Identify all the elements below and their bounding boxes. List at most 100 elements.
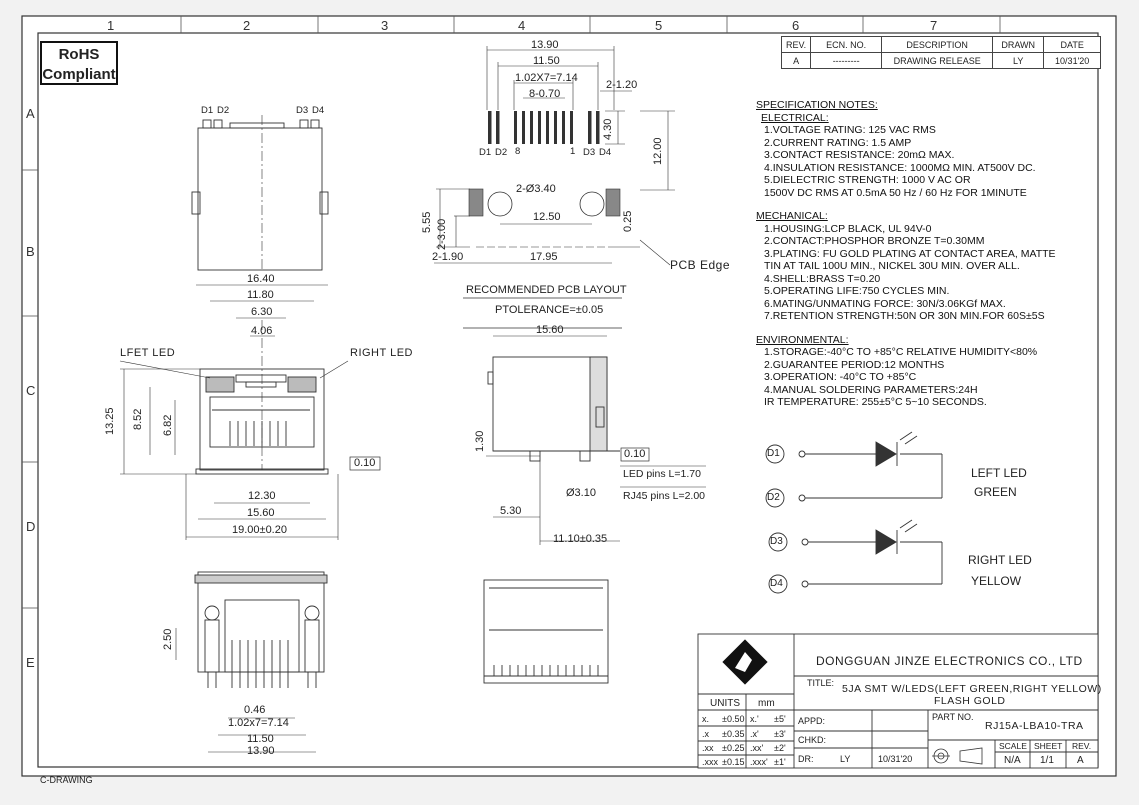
dim-label: 11.50 — [533, 55, 560, 67]
pcb-layout-drawing — [434, 188, 671, 329]
dim-label: 12.50 — [533, 211, 561, 223]
pin-label: D3 — [583, 147, 596, 158]
zone-letter: C — [26, 383, 36, 398]
dim-label: 6.30 — [251, 306, 273, 318]
tol-a: .xx — [702, 743, 714, 753]
left-led-callout: LFET LED — [120, 347, 176, 359]
right-led-label: RIGHT LED — [968, 553, 1032, 567]
side-view-drawing — [486, 335, 706, 545]
left-led-label: LEFT LED — [971, 466, 1027, 480]
pin-label: 8 — [515, 146, 521, 157]
spec-item: IR TEMPERATURE: 255±5°C 5~10 SECONDS. — [764, 396, 987, 408]
led-schematic — [765, 431, 943, 594]
dim-label: 2-3.00 — [436, 218, 448, 250]
part-number: RJ15A-LBA10-TRA — [985, 720, 1084, 732]
pin-d1-label: D1 — [767, 448, 780, 459]
bottom-side-view-drawing — [483, 579, 609, 684]
dim-label: 6.82 — [162, 414, 174, 436]
tol-a: x. — [702, 714, 710, 724]
zone-number: 4 — [518, 18, 526, 33]
pin-label: D3 — [296, 105, 309, 116]
dim-label: 5.30 — [500, 505, 522, 517]
rohs-line1: RoHS — [58, 46, 100, 63]
dim-label: 19.00±0.20 — [232, 524, 287, 536]
spec-item: TIN AT TAIL 100U MIN., NICKEL 30U MIN. O… — [764, 260, 1020, 272]
pin-d4-label: D4 — [770, 578, 783, 589]
tol-c: .xx' — [750, 743, 764, 753]
company-logo — [722, 639, 768, 685]
dim-label: 2-1.90 — [432, 251, 464, 263]
pin-label: 1 — [570, 146, 576, 157]
spec-item: 1.STORAGE:-40°C TO +85°C RELATIVE HUMIDI… — [764, 346, 1038, 358]
projection-symbol-icon — [932, 747, 983, 765]
mechanical-section: MECHANICAL: 1.HOUSING:LCP BLACK, UL 94V-… — [756, 210, 1056, 323]
zone-letter: D — [26, 519, 36, 534]
dim-label: 1.30 — [474, 430, 486, 452]
zone-number: 7 — [930, 18, 938, 33]
title-label: TITLE: — [807, 678, 835, 688]
pin-d3-label: D3 — [770, 536, 783, 547]
environmental-heading: ENVIRONMENTAL: — [756, 333, 849, 346]
yellow-label: YELLOW — [971, 574, 1022, 588]
dr-date: 10/31'20 — [878, 754, 913, 764]
pin-d2-label: D2 — [767, 492, 780, 503]
bottom-front-view-drawing — [175, 571, 328, 753]
date-value: 10/31'20 — [1043, 52, 1102, 69]
electrical-heading: ELECTRICAL: — [761, 111, 829, 124]
footer-label: C-DRAWING — [40, 775, 93, 785]
mechanical-heading: MECHANICAL: — [756, 210, 828, 222]
dim-label: 1.02X7=7.14 — [515, 72, 578, 84]
ecn-header: ECN. NO. — [810, 36, 883, 53]
spec-item: 1.VOLTAGE RATING: 125 VAC RMS — [764, 124, 936, 136]
dim-label: 15.60 — [247, 507, 275, 519]
dim-label: 2-Ø3.40 — [516, 183, 556, 195]
spec-item: 4.SHELL:BRASS T=0.20 — [764, 272, 881, 285]
tol-a: .x — [702, 729, 710, 739]
spec-item: 5.OPERATING LIFE:750 CYCLES MIN. — [764, 285, 950, 297]
dim-label: 5.55 — [421, 211, 433, 233]
dim-label: 13.90 — [247, 745, 275, 757]
tol-c: x.' — [750, 714, 759, 724]
dim-label: 8.52 — [132, 408, 144, 430]
spec-title: SPECIFICATION NOTES: — [756, 99, 878, 111]
zone-letter: E — [26, 655, 35, 670]
scale-label: SCALE — [999, 741, 1027, 751]
dim-label: 11.80 — [247, 289, 274, 301]
zone-number: 2 — [243, 18, 251, 33]
title-line1: 5JA SMT W/LEDS(LEFT GREEN,RIGHT YELLOW) — [842, 683, 1102, 695]
drawn-header: DRAWN — [992, 36, 1045, 53]
led-pins-length: LED pins L=1.70 — [623, 468, 701, 480]
top-view-pins — [488, 111, 600, 144]
specification-notes: SPECIFICATION NOTES: ELECTRICAL: 1.VOLTA… — [756, 99, 1056, 420]
dim-label: 11.50 — [247, 733, 274, 745]
pcb-edge-label: PCB Edge — [670, 258, 731, 272]
pin-label: D1 — [201, 105, 214, 116]
revision-table: REV. ECN. NO. DESCRIPTION DRAWN DATE A -… — [780, 36, 1102, 69]
dim-label: 4.06 — [251, 325, 273, 337]
pin-label: D1 — [479, 147, 492, 158]
date-header: DATE — [1043, 36, 1102, 53]
spec-item: 2.GUARANTEE PERIOD:12 MONTHS — [764, 358, 945, 371]
units-label: UNITS — [710, 698, 740, 709]
dim-label: 12.00 — [652, 137, 664, 165]
dim-label: 0.46 — [244, 704, 266, 716]
dim-label: 12.30 — [248, 490, 276, 502]
zone-number: 6 — [792, 18, 800, 33]
right-led-callout: RIGHT LED — [350, 347, 413, 359]
pcb-layout-title: RECOMMENDED PCB LAYOUT — [466, 284, 627, 296]
rohs-badge: RoHS Compliant — [40, 41, 118, 85]
dim-label: 2.50 — [162, 628, 174, 650]
rj45-pins-length: RJ45 pins L=2.00 — [623, 490, 706, 502]
top-left-view-drawing — [191, 115, 329, 271]
part-no-label: PART NO. — [932, 712, 974, 722]
dim-label: 13.25 — [104, 407, 116, 435]
ecn-value: --------- — [810, 52, 883, 69]
dim-label: 11.10±0.35 — [553, 533, 608, 545]
spec-item: 4.INSULATION RESISTANCE: 1000MΩ MIN. AT5… — [764, 161, 1036, 174]
dim-label: 16.40 — [247, 273, 275, 285]
tol-a: .xxx — [702, 757, 719, 767]
tol-d: ±3' — [774, 729, 786, 739]
pin-label: D2 — [495, 147, 508, 158]
title-line2: FLASH GOLD — [934, 695, 1006, 707]
